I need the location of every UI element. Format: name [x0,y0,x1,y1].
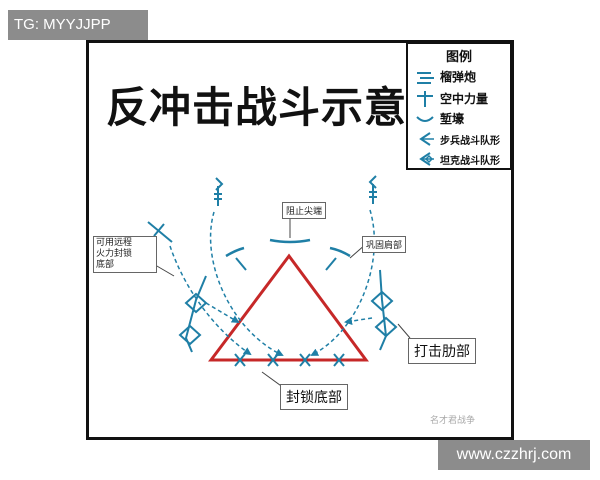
legend-box: 图例 榴弹炮 空中力量 堑壕 步兵战斗队形 [406,42,512,170]
publisher-watermark: 名才君战争 [430,416,476,426]
attack-arrow-left-flank [205,302,240,324]
diagram-title: 反冲击战斗示意图 [106,83,451,132]
channel-tag-overlay: TG: MYYJJPP [8,10,148,40]
tank-formation-icon [419,152,434,166]
annotation-long-range-fire-line-1: 可用远程 [96,238,133,248]
legend-label-tank: 坦克战斗队形 [440,156,500,167]
legend-title: 图例 [445,50,472,65]
annotation-long-range-fire: 可用远程 火力封锁 底部 [93,236,157,273]
tank-formation-right [370,269,398,351]
air-force-icon [417,91,433,107]
strike-marker [267,353,279,367]
base-strike-markers [234,353,345,367]
legend-item-trench: 堑壕 [410,108,512,130]
trench-tip [269,238,311,244]
legend-item-tank: 坦克战斗队形 [410,148,512,170]
trench-icon [416,116,434,122]
air-force-unit [147,221,173,243]
annotation-long-range-fire-line-3: 底部 [96,260,115,270]
annotation-stop-tip: 阻止尖端 [282,202,327,219]
trench-right-shoulder [325,246,351,271]
strike-marker [333,353,345,367]
attack-arrow-right-flank [344,317,373,326]
strike-marker [234,353,246,367]
annotation-long-range-fire-line-2: 火力封锁 [96,249,133,259]
fire-path-left-howitzer [209,211,284,356]
legend-label-trench: 堑壕 [440,112,465,126]
legend-item-howitzer: 榴弹炮 [410,66,512,88]
enemy-salient-triangle [208,253,369,362]
legend-item-infantry: 步兵战斗队形 [410,128,512,150]
annotation-consolidate-shoulder: 巩固肩部 [362,236,407,253]
legend-label-howitzer: 榴弹炮 [440,70,477,84]
howitzer-icon [417,72,434,84]
annotation-strike-flank: 打击肋部 [408,338,476,364]
trench-left-shoulder [225,246,247,271]
strike-marker [299,353,311,367]
legend-item-air-force: 空中力量 [410,88,512,110]
site-url-overlay: www.czzhrj.com [438,440,590,470]
legend-label-air-force: 空中力量 [440,92,489,106]
howitzer-left-unit [214,177,224,206]
annotation-seal-base: 封锁底部 [280,384,348,410]
infantry-formation-icon [419,132,434,146]
legend-label-infantry: 步兵战斗队形 [440,136,500,147]
fire-path-air-force [169,245,252,356]
howitzer-right-unit [368,175,377,204]
fire-path-right-howitzer [310,209,376,356]
tank-formation-left [178,275,208,353]
